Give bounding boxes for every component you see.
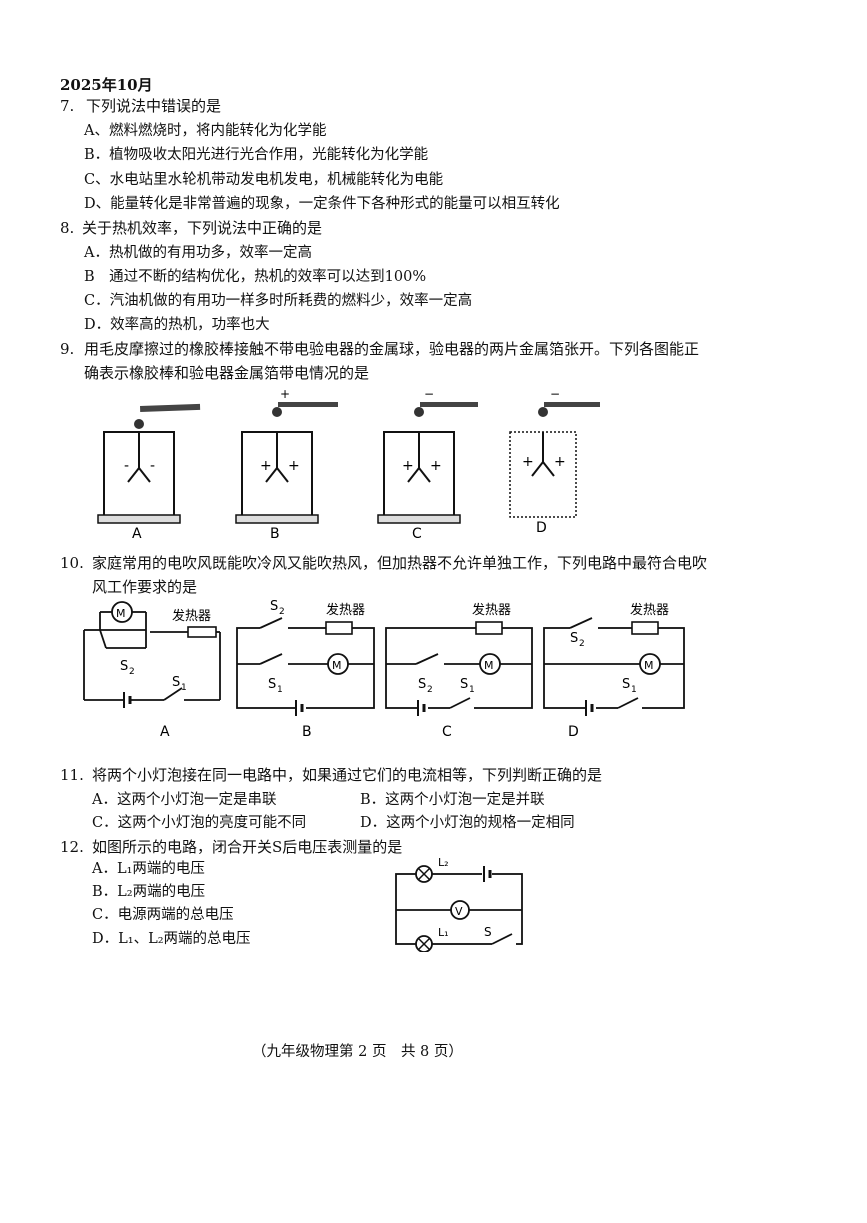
heater-label: 发热器	[472, 602, 511, 618]
switch-s1-sub: 1	[469, 685, 475, 695]
circuit-label: D	[568, 724, 579, 740]
question-stem-line2: 风工作要求的是	[92, 578, 198, 596]
switch-s2-sub: 2	[427, 685, 433, 695]
leaf-charge-left: +	[260, 458, 272, 474]
motor-label: M	[644, 659, 654, 672]
circuit-b: M 发热器 S 2 S 1 B	[236, 600, 375, 740]
question-number: 12.	[60, 838, 84, 856]
switch-s2-label: S	[120, 659, 128, 674]
motor-label: M	[484, 659, 494, 672]
option-c: C、水电站里水轮机带动发电机发电，机械能转化为电能	[84, 172, 444, 188]
question-stem: 将两个小灯泡接在同一电路中，如果通过它们的电流相等，下列判断正确的是	[92, 766, 603, 784]
circuit-a: M 发热器 S 2 S 1 A	[83, 601, 221, 740]
option-d: D．效率高的热机，功率也大	[84, 317, 270, 333]
leaf-charge-left: +	[402, 458, 414, 474]
motor-label: M	[332, 659, 342, 672]
option-c: C．汽油机做的有用功一样多时所耗费的燃料少，效率一定高	[84, 293, 473, 309]
hairdryer-circuits: M 发热器 S 2 S 1 A M	[83, 600, 685, 740]
electroscope-b: + + + B	[235, 390, 338, 542]
question-number: 9.	[60, 340, 75, 358]
circuit-label: B	[302, 724, 312, 740]
question-number: 7.	[60, 97, 75, 115]
electroscope-c: − + + C	[377, 390, 478, 542]
leaf-charge-right: -	[150, 458, 155, 474]
electroscope-figures: - - A + + + B − + + C	[97, 390, 600, 542]
option-d: D．这两个小灯泡的规格一定相同	[360, 815, 575, 831]
switch-s2-sub: 2	[129, 667, 135, 677]
leaf-charge-right: +	[554, 454, 566, 470]
switch-s1-sub: 1	[277, 685, 283, 695]
switch-s1-label: S	[622, 677, 630, 692]
electroscope-d: − + + D	[509, 390, 600, 536]
option-a: A．热机做的有用功多，效率一定高	[84, 245, 312, 261]
switch-s2-sub: 2	[579, 639, 585, 649]
circuit-label: C	[442, 724, 452, 740]
motor-label: M	[116, 607, 126, 620]
heater-label: 发热器	[326, 602, 365, 618]
leaf-charge-left: +	[522, 454, 534, 470]
question-stem-line1: 家庭常用的电吹风既能吹冷风又能吹热风，但加热器不允许单独工作，下列电路中最符合电…	[92, 554, 708, 572]
l1-label: L₁	[438, 926, 449, 939]
leaf-charge-left: -	[124, 458, 129, 474]
l2-label: L₂	[438, 856, 449, 869]
rod-charge: −	[424, 390, 434, 401]
circuit-label: A	[160, 724, 170, 740]
switch-s1-label: S	[268, 677, 276, 692]
voltmeter-label: V	[455, 905, 463, 918]
option-d: D、能量转化是非常普遍的现象，一定条件下各种形式的能量可以相互转化	[84, 196, 560, 212]
page-footer: （九年级物理第 2 页 共 8 页）	[252, 1044, 463, 1060]
figure-label: A	[132, 526, 142, 542]
option-b: B．这两个小灯泡一定是并联	[360, 792, 545, 808]
question-stem-line1: 用毛皮摩擦过的橡胶棒接触不带电验电器的金属球，验电器的两片金属箔张开。下列各图能…	[84, 340, 700, 358]
switch-s2-label: S	[570, 631, 578, 646]
question-number: 8.	[60, 219, 75, 237]
figure-label: C	[412, 526, 422, 542]
leaf-charge-right: +	[430, 458, 442, 474]
option-a: A、燃料燃烧时，将内能转化为化学能	[84, 123, 327, 139]
switch-s1-sub: 1	[631, 685, 637, 695]
question-number: 10.	[60, 554, 84, 572]
rod-charge: +	[280, 390, 290, 401]
leaf-charge-right: +	[288, 458, 300, 474]
option-b: B．L₂两端的电压	[92, 884, 206, 900]
question-number: 11.	[60, 766, 84, 784]
switch-s2-label: S	[270, 600, 278, 614]
voltmeter-circuit: L₂ V L₁ S	[395, 856, 523, 952]
heater-label: 发热器	[172, 608, 211, 624]
circuit-c: M 发热器 S 2 S 1 C	[385, 602, 533, 740]
rod-charge: −	[550, 390, 560, 401]
option-d: D．L₁、L₂两端的总电压	[92, 931, 251, 947]
figure-label: B	[270, 526, 280, 542]
switch-s2-label: S	[418, 677, 426, 692]
option-b: B．植物吸收太阳光进行光合作用，光能转化为化学能	[84, 147, 429, 163]
switch-s1-label: S	[460, 677, 468, 692]
voltmeter-icon	[450, 900, 470, 920]
option-c: C．这两个小灯泡的亮度可能不同	[92, 815, 307, 831]
header-date: 2025年10月	[60, 76, 153, 94]
electroscope-a: - - A	[97, 403, 201, 542]
switch-s2-sub: 2	[279, 607, 285, 617]
question-stem: 下列说法中错误的是	[86, 97, 222, 115]
option-a: A．L₁两端的电压	[92, 861, 205, 877]
circuit-d: M 发热器 S 2 S 1 D	[543, 602, 685, 740]
switch-icon	[491, 933, 513, 945]
switch-label: S	[484, 925, 492, 939]
switch-s1-sub: 1	[181, 683, 187, 693]
option-a: A．这两个小灯泡一定是串联	[92, 792, 277, 808]
question-stem-line2: 确表示橡胶棒和验电器金属箔带电情况的是	[84, 364, 370, 382]
question-stem: 关于热机效率，下列说法中正确的是	[82, 219, 323, 237]
question-stem: 如图所示的电路，闭合开关S后电压表测量的是	[92, 838, 403, 856]
figure-label: D	[536, 520, 547, 536]
heater-label: 发热器	[630, 602, 669, 618]
option-c: C．电源两端的总电压	[92, 907, 234, 923]
switch-s1-label: S	[172, 675, 180, 690]
option-b: B 通过不断的结构优化，热机的效率可以达到100%	[84, 269, 427, 285]
